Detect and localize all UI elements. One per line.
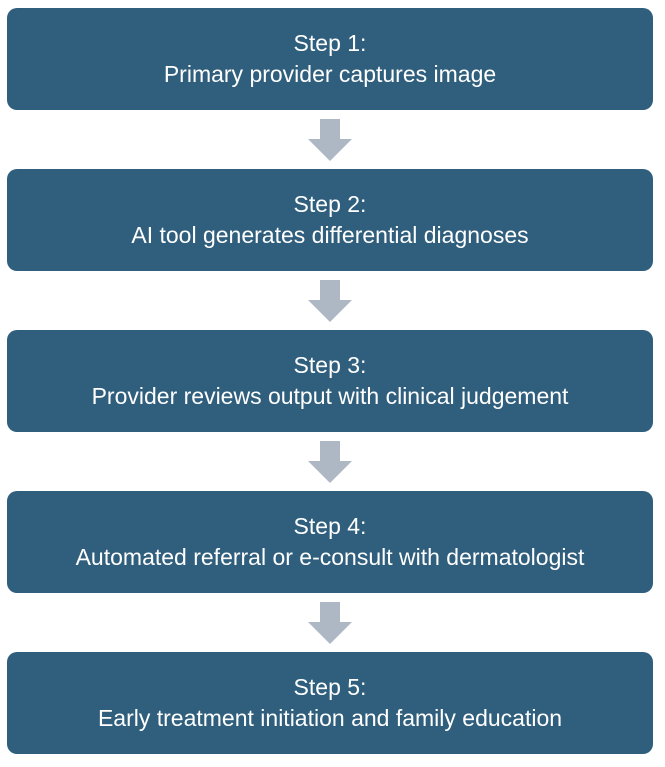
step-label: Step 2: — [293, 191, 367, 217]
step-box-4: Step 4: Automated referral or e-consult … — [7, 491, 653, 593]
down-arrow-icon — [7, 432, 653, 491]
step-description: AI tool generates differential diagnoses — [131, 222, 529, 248]
arrow-head — [308, 621, 352, 644]
down-arrow-icon — [7, 110, 653, 169]
step-box-3: Step 3: Provider reviews output with cli… — [7, 330, 653, 432]
arrow-stem — [320, 279, 340, 300]
arrow-head — [308, 460, 352, 483]
step-box-2: Step 2: AI tool generates differential d… — [7, 169, 653, 271]
step-label: Step 1: — [293, 30, 367, 56]
flowchart: Step 1: Primary provider captures image … — [7, 8, 653, 754]
down-arrow-icon — [7, 271, 653, 330]
arrow-head — [308, 138, 352, 161]
arrow-stem — [320, 440, 340, 461]
step-description: Provider reviews output with clinical ju… — [91, 383, 569, 409]
step-description: Automated referral or e-consult with der… — [75, 544, 585, 570]
arrow-head — [308, 299, 352, 322]
arrow-stem — [320, 601, 340, 622]
arrow-stem — [320, 118, 340, 139]
step-label: Step 3: — [293, 352, 367, 378]
step-label: Step 5: — [293, 674, 367, 700]
step-box-1: Step 1: Primary provider captures image — [7, 8, 653, 110]
step-description: Primary provider captures image — [163, 61, 497, 87]
down-arrow-icon — [7, 593, 653, 652]
step-label: Step 4: — [293, 513, 367, 539]
step-description: Early treatment initiation and family ed… — [97, 705, 563, 731]
step-box-5: Step 5: Early treatment initiation and f… — [7, 652, 653, 754]
